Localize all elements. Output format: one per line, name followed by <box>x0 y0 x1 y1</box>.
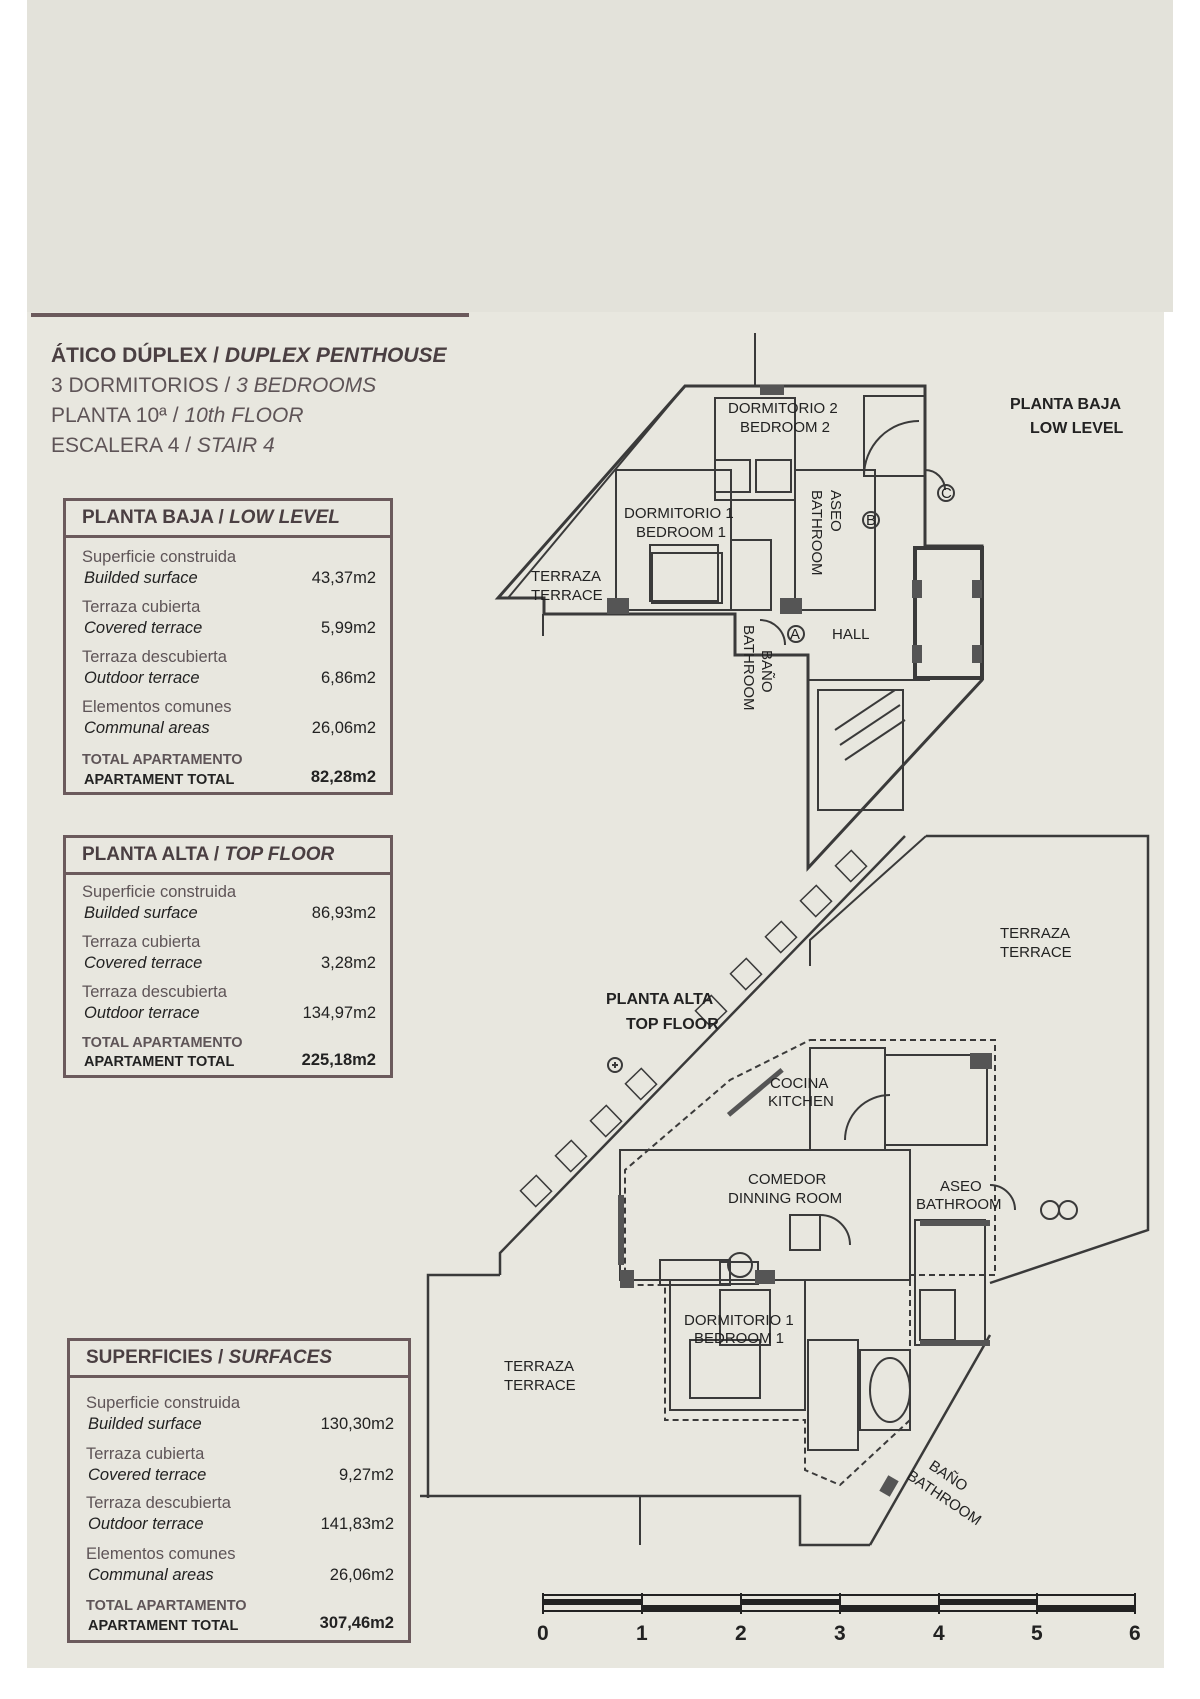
top-floor-table: PLANTA ALTA / TOP FLOOR Superficie const… <box>63 835 393 1078</box>
marker-label: A <box>790 626 800 643</box>
low-level-plan <box>494 333 984 872</box>
room-label: COMEDOR <box>748 1171 827 1188</box>
header-block: ÁTICO DÚPLEX / DUPLEX PENTHOUSE 3 DORMIT… <box>51 341 447 461</box>
surfaces-table: SUPERFICIES / SURFACES Superficie constr… <box>67 1338 411 1643</box>
scale-tick-label: 5 <box>1031 1622 1043 1645</box>
room-label: KITCHEN <box>768 1093 834 1110</box>
room-label: DINNING ROOM <box>728 1190 842 1207</box>
title-en: DUPLEX PENTHOUSE <box>224 344 447 367</box>
scale-tick-label: 0 <box>537 1622 549 1645</box>
right-margin <box>1164 312 1173 1668</box>
room-label: TERRAZA <box>1000 925 1070 942</box>
room-label: TERRACE <box>504 1377 576 1394</box>
bedrooms-line: 3 DORMITORIOS / 3 BEDROOMS <box>51 371 447 401</box>
table-title: PLANTA ALTA / TOP FLOOR <box>66 838 390 875</box>
room-label: DORMITORIO 2 <box>728 400 838 417</box>
property-title: ÁTICO DÚPLEX / DUPLEX PENTHOUSE <box>51 341 447 371</box>
table-title: SUPERFICIES / SURFACES <box>70 1341 408 1378</box>
title-es: ÁTICO DÚPLEX / <box>51 344 225 367</box>
top-plan-heading-es: PLANTA ALTA <box>606 991 714 1008</box>
scale-tick-label: 2 <box>735 1622 747 1645</box>
room-label: BEDROOM 1 <box>694 1330 784 1347</box>
room-label: HALL <box>832 626 870 643</box>
marker-label: C <box>941 485 952 502</box>
room-label: BATHROOM <box>740 625 757 711</box>
room-label: DORMITORIO 1 <box>624 505 734 522</box>
bedrooms-es: 3 DORMITORIOS / <box>51 374 237 397</box>
room-label: TERRACE <box>1000 944 1072 961</box>
room-label: BEDROOM 1 <box>636 524 726 541</box>
top-floor-plan <box>420 834 1150 1547</box>
scale-tick-label: 6 <box>1129 1622 1141 1645</box>
table-title: PLANTA BAJA / LOW LEVEL <box>66 501 390 538</box>
scale-bar: 0 1 2 3 4 5 6 <box>537 1593 1141 1645</box>
scale-tick-label: 1 <box>636 1622 648 1645</box>
bedrooms-en: 3 BEDROOMS <box>236 374 377 397</box>
stair-en: STAIR 4 <box>196 434 275 457</box>
floor-line: PLANTA 10ª / 10th FLOOR <box>51 401 447 431</box>
stair-line: ESCALERA 4 / STAIR 4 <box>51 431 447 461</box>
stair-es: ESCALERA 4 / <box>51 434 197 457</box>
room-label: BAÑO <box>758 650 775 693</box>
scale-tick-label: 4 <box>933 1622 945 1645</box>
room-label: TERRAZA <box>504 1358 574 1375</box>
low-plan-heading-es: PLANTA BAJA <box>1010 396 1122 413</box>
header-rule <box>31 313 469 317</box>
marker-label: B <box>866 512 876 529</box>
top-floor-labels: PLANTA ALTA TOP FLOOR TERRAZA TERRACE CO… <box>504 925 1072 1529</box>
room-label: BATHROOM <box>916 1196 1002 1213</box>
low-level-table: PLANTA BAJA / LOW LEVEL Superficie const… <box>63 498 393 795</box>
room-label: COCINA <box>770 1075 828 1092</box>
floor-en: 10th FLOOR <box>184 404 304 427</box>
top-plan-heading-en: TOP FLOOR <box>626 1016 719 1033</box>
room-label: BATHROOM <box>808 490 825 576</box>
room-label: BEDROOM 2 <box>740 419 830 436</box>
room-label: TERRAZA <box>531 568 601 585</box>
room-label: DORMITORIO 1 <box>684 1312 794 1329</box>
top-band <box>27 0 1173 312</box>
floor-es: PLANTA 10ª / <box>51 404 185 427</box>
room-label: ASEO <box>940 1178 982 1195</box>
low-plan-heading-en: LOW LEVEL <box>1030 420 1124 437</box>
room-label: ASEO <box>827 490 844 532</box>
scale-tick-label: 3 <box>834 1622 846 1645</box>
room-label: TERRACE <box>531 587 603 604</box>
low-level-labels: PLANTA BAJA LOW LEVEL DORMITORIO 2 BEDRO… <box>531 396 1124 711</box>
